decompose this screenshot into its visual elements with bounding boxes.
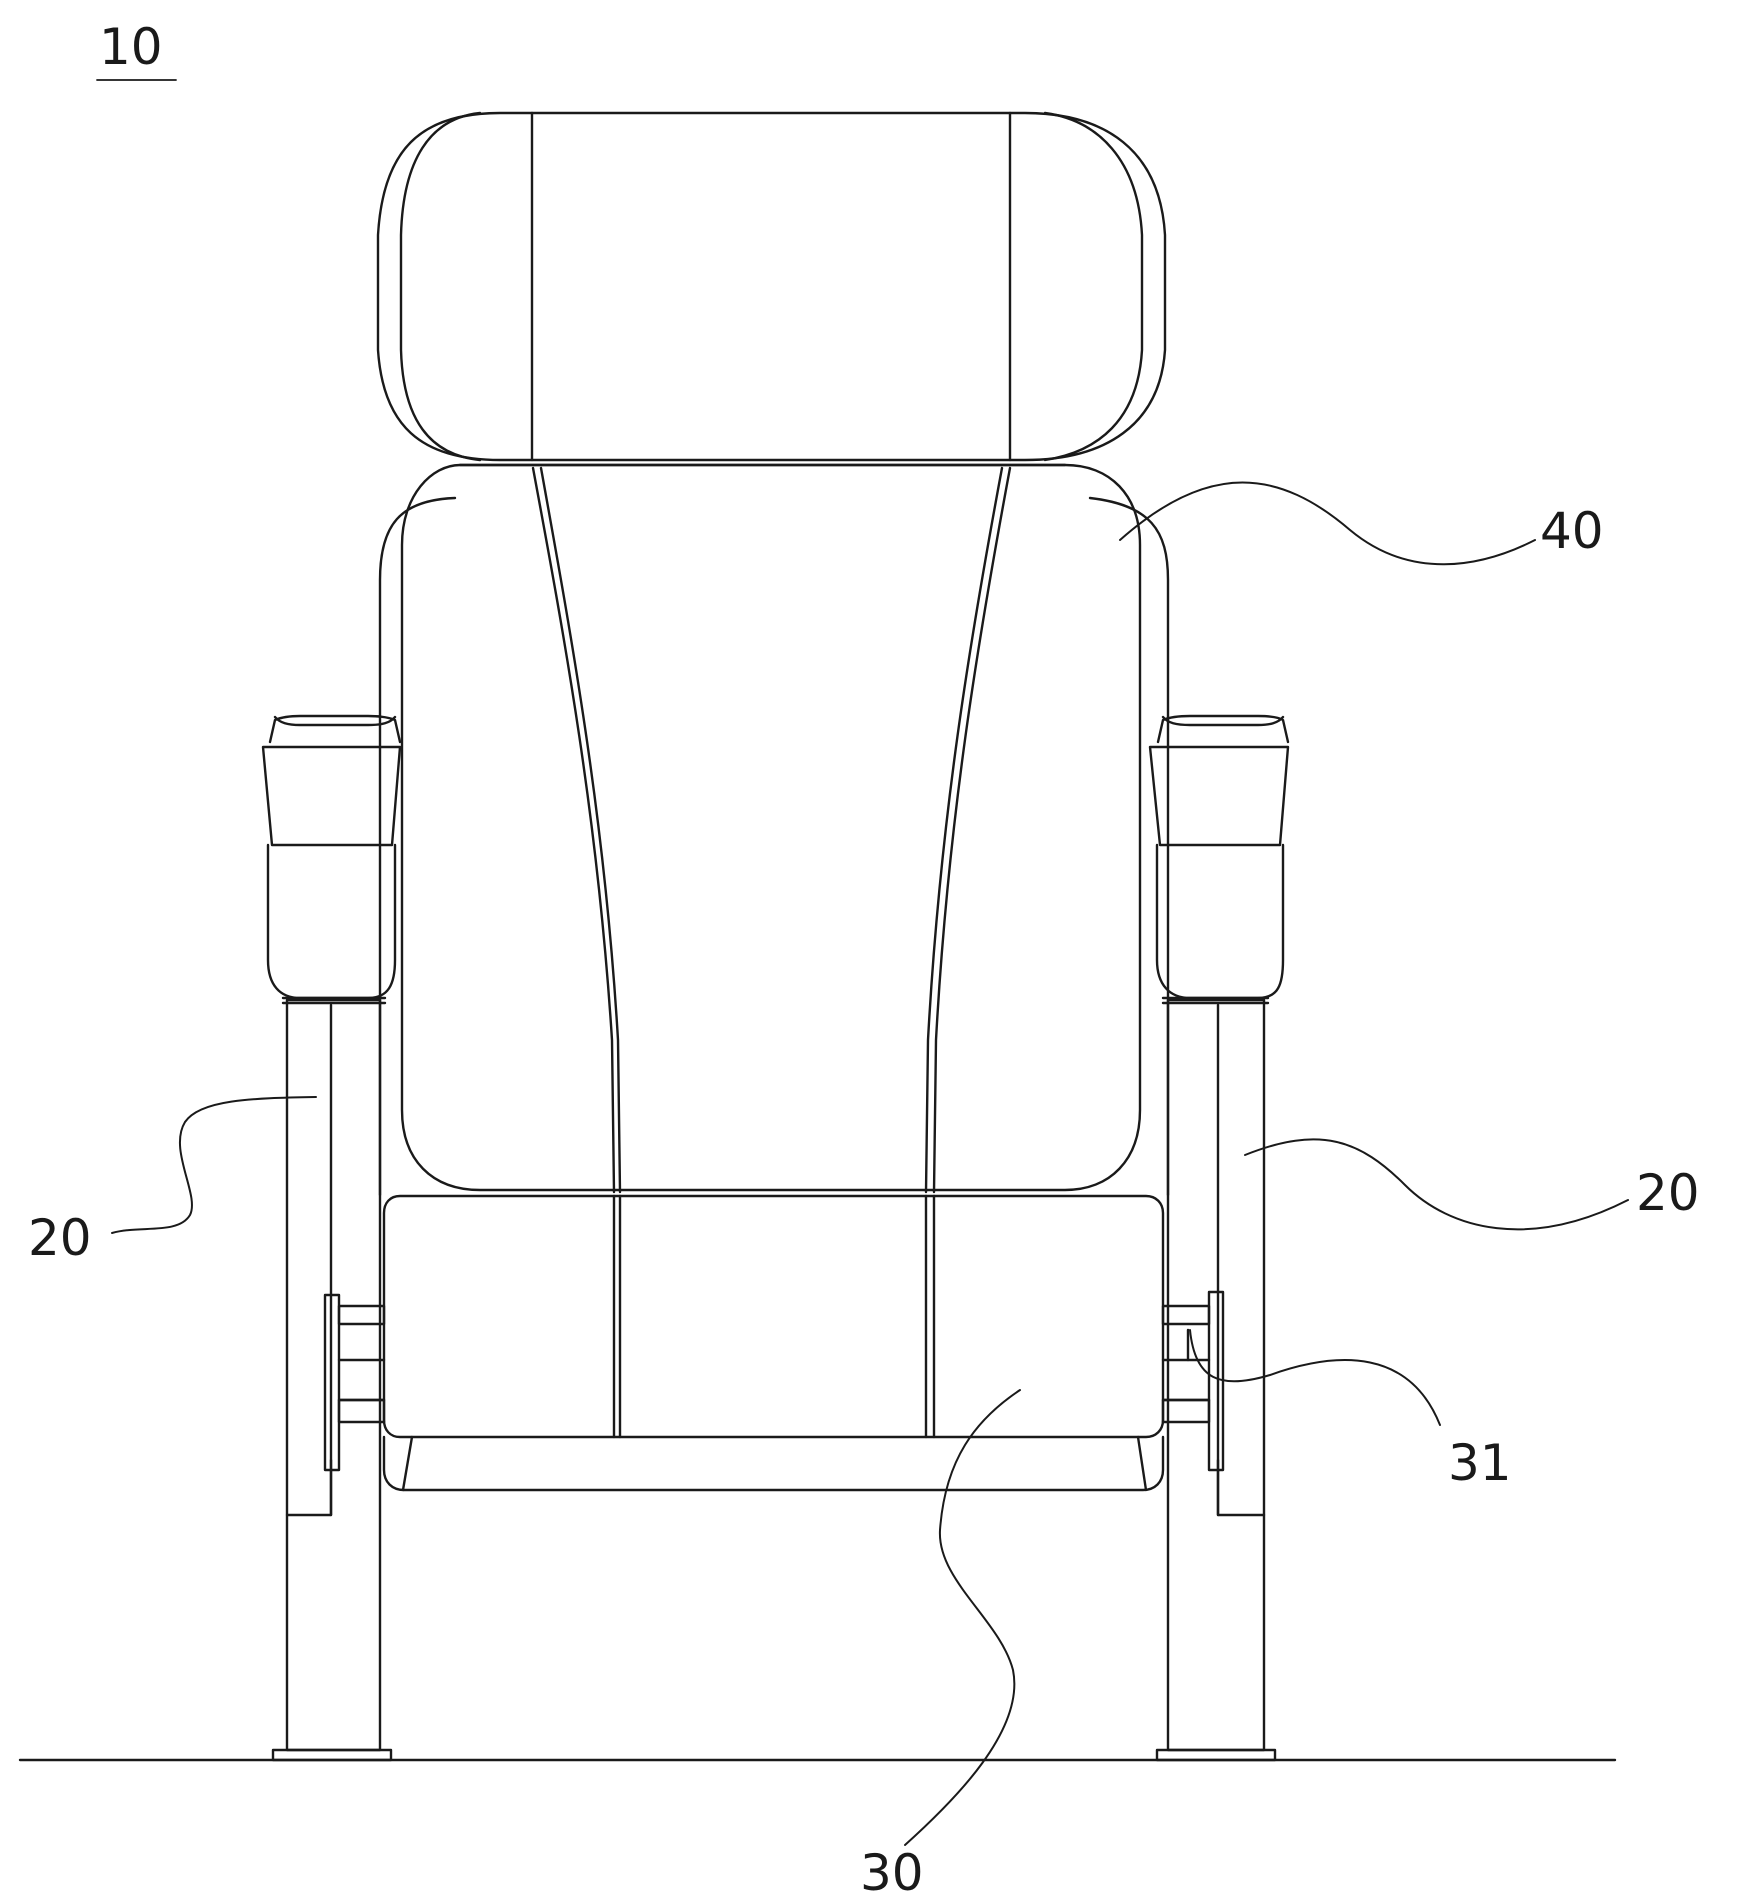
headrest [376, 111, 1167, 462]
backrest [378, 463, 1170, 1197]
label-31: 31 [1448, 1434, 1512, 1492]
label-20-left: 20 [28, 1209, 92, 1267]
leader-40 [1119, 481, 1536, 566]
armrest-right [1148, 714, 1290, 1000]
armrest-left [261, 714, 402, 1000]
label-40: 40 [1540, 502, 1604, 560]
label-10: 10 [99, 18, 163, 76]
hinge-left [323, 1293, 386, 1472]
label-20-right: 20 [1636, 1164, 1700, 1222]
seat-cushion [382, 1194, 1165, 1492]
leader-31 [1189, 1329, 1441, 1426]
leader-20-left [111, 1096, 317, 1234]
leader-20-right [1244, 1138, 1629, 1231]
hinge-right [1161, 1290, 1225, 1472]
leg-left [271, 996, 393, 1762]
leader-lines [111, 481, 1629, 1846]
reference-numerals: 10 40 20 20 31 30 [28, 18, 1700, 1894]
label-30: 30 [860, 1844, 924, 1894]
leader-30 [904, 1389, 1021, 1846]
